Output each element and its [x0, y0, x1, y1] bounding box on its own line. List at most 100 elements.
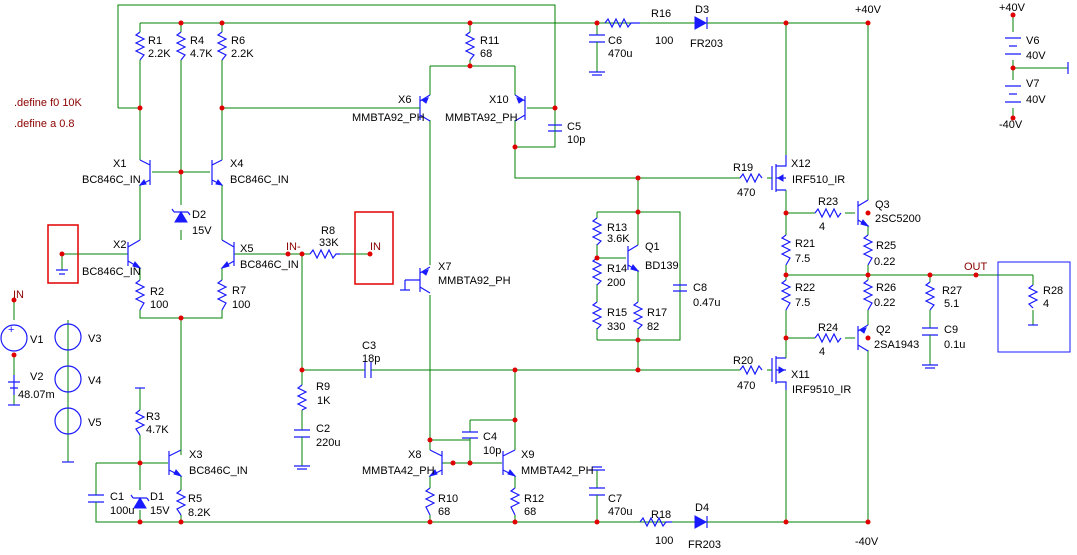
resistor-R12	[509, 487, 521, 516]
directive-a: .define a 0.8	[14, 118, 75, 130]
ref: R17	[647, 307, 667, 319]
capacitor-C3	[355, 362, 375, 378]
ref: D1	[150, 491, 164, 503]
transistor-Q1	[627, 212, 640, 272]
resistor-R11	[464, 31, 476, 61]
value: 2.2K	[148, 48, 171, 60]
transistor-X7	[400, 266, 431, 294]
ref: R3	[146, 411, 160, 423]
diode-D3	[694, 16, 786, 30]
value: 470	[737, 187, 755, 199]
value: 2.2K	[231, 48, 254, 60]
resistor-R14	[591, 257, 603, 286]
value: 0.22	[874, 256, 895, 268]
resistor-R17	[632, 301, 644, 330]
value: IRF9510_IR	[792, 384, 851, 396]
value: BC846C_IN	[82, 266, 141, 278]
resistor-R22	[780, 279, 792, 311]
value: 100	[655, 535, 673, 547]
value: 330	[607, 321, 625, 333]
source-V2	[8, 375, 20, 395]
resistor-R28	[1027, 284, 1039, 309]
value: 68	[438, 506, 450, 518]
net-label: -40V	[855, 536, 879, 548]
value: 3.6K	[607, 233, 630, 245]
value: 100	[150, 299, 168, 311]
value: MMBTA42_PH	[521, 465, 594, 477]
ref: R6	[231, 35, 245, 47]
ref: D4	[695, 502, 709, 514]
resistor-R25	[862, 234, 874, 266]
ref: R19	[733, 162, 753, 174]
value: 220u	[316, 437, 340, 449]
ref: V1	[30, 334, 43, 346]
value: BD139	[645, 260, 679, 272]
resistor-R26	[862, 279, 874, 311]
value: 40V	[1026, 50, 1046, 62]
resistor-R3	[134, 409, 146, 436]
ref: R28	[1043, 285, 1063, 297]
value: 0.22	[874, 297, 895, 309]
resistor-R16	[604, 17, 640, 29]
transistor-X5	[220, 239, 235, 269]
value: BC846C_IN	[189, 465, 248, 477]
ref: R16	[651, 8, 671, 20]
capacitor-C6	[589, 34, 605, 76]
value: MMBTA92_PH	[352, 112, 425, 124]
transistor-X2	[127, 239, 142, 269]
value: MMBTA42_PH	[362, 465, 435, 477]
ref: C9	[944, 324, 958, 336]
source-V6	[1005, 37, 1021, 55]
net-label: -40V	[999, 119, 1023, 131]
ref: R15	[607, 307, 627, 319]
ground-icon	[56, 269, 68, 275]
ref: X1	[113, 158, 126, 170]
value: 200	[607, 277, 625, 289]
resistor-R20	[739, 364, 763, 376]
value: 68	[524, 506, 536, 518]
ref: R23	[818, 196, 838, 208]
mosfet-X12	[767, 155, 787, 192]
resistor-R19	[739, 172, 763, 184]
ref: R22	[795, 282, 815, 294]
transistor-X3	[168, 449, 183, 477]
ref: C3	[362, 340, 376, 352]
resistor-R8	[309, 248, 340, 260]
junctions	[11, 12, 1016, 525]
resistor-R2	[134, 279, 146, 311]
resistor-R24	[814, 332, 842, 344]
ref: X5	[240, 243, 253, 255]
resistor-R4	[175, 31, 187, 61]
labels: .define f0 10K .define a 0.8 +40V +40V -…	[13, 2, 1063, 551]
ref: C2	[316, 423, 330, 435]
ref: R8	[321, 225, 335, 237]
resistor-R18	[639, 516, 672, 528]
ref: V2	[30, 371, 43, 383]
value: 0.47u	[693, 297, 721, 309]
ref: Q2	[876, 324, 891, 336]
source-V7	[1005, 85, 1021, 103]
value: 5.1	[944, 298, 959, 310]
ref: R14	[607, 263, 627, 275]
ref: R4	[190, 35, 204, 47]
capacitor-C5	[548, 124, 562, 140]
ref: C1	[110, 491, 124, 503]
net-label: +40V	[999, 2, 1026, 14]
value: 4.7K	[146, 424, 169, 436]
capacitor-C2	[294, 429, 310, 470]
ref: X2	[113, 239, 126, 251]
ground-port-box	[47, 224, 79, 284]
value: 470u	[608, 506, 632, 518]
ref: Q3	[875, 199, 890, 211]
resistor-R15	[591, 301, 603, 330]
svg-text:+: +	[8, 324, 14, 336]
transistor-X6	[415, 94, 431, 122]
value: 7.5	[795, 297, 810, 309]
transistor-X10	[514, 94, 526, 122]
value: 470	[737, 380, 755, 392]
value: 68	[480, 48, 492, 60]
resistor-R13	[591, 217, 603, 246]
ref: R1	[148, 35, 162, 47]
ref: R7	[232, 285, 246, 297]
value: 15V	[192, 225, 212, 237]
